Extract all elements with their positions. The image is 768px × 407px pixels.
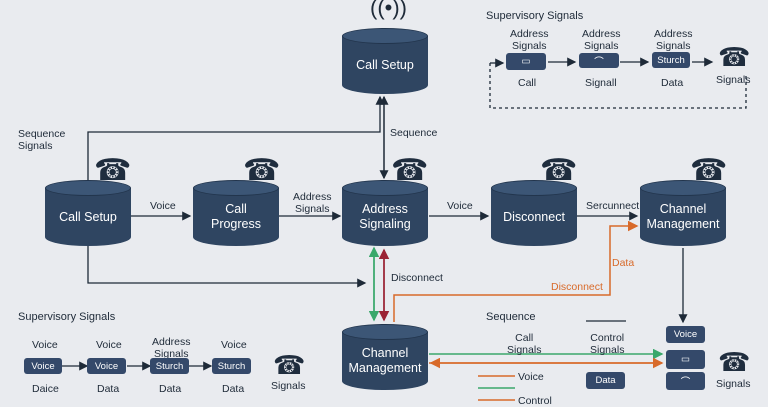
node-call-setup[interactable]: Call Setup xyxy=(45,180,131,246)
step-box: Sturch xyxy=(212,358,251,374)
step-label: Voice xyxy=(32,339,58,351)
node-call-setup-top[interactable]: Call Setup xyxy=(342,28,428,94)
telephone-icon: ☎ xyxy=(690,154,728,187)
wifi-icon: ((•)) xyxy=(370,0,408,20)
step-label: Signals xyxy=(716,74,751,86)
node-label: Call Setup xyxy=(59,209,117,224)
panel-title: Supervisory Signals xyxy=(18,311,116,323)
telephone-icon: ☎ xyxy=(718,347,751,377)
step-label: Address Signals xyxy=(582,28,621,52)
node-disconnect[interactable]: Disconnect xyxy=(491,180,577,246)
legend-label: Voice xyxy=(518,371,544,383)
telephone-icon: ☎ xyxy=(391,154,429,187)
node-channel-management-bottom[interactable]: Channel Management xyxy=(342,324,428,390)
telephone-icon: ☎ xyxy=(540,154,578,187)
legend-label: Call Signals xyxy=(507,332,542,356)
node-label: Address Signaling xyxy=(359,202,411,231)
edge-label: Disconnect xyxy=(391,272,443,284)
step-box: Voice xyxy=(24,358,62,374)
telephone-icon: ☎ xyxy=(94,154,132,187)
node-address-signaling[interactable]: Address Signaling xyxy=(342,180,428,246)
telephone-icon: ☎ xyxy=(243,154,281,187)
step-label: Voice xyxy=(221,339,247,351)
node-label: Call Setup xyxy=(356,57,414,72)
step-label: Call xyxy=(518,77,537,89)
node-label: Channel Management xyxy=(348,346,422,375)
step-label: Data xyxy=(97,383,120,395)
step-label: Address Signals xyxy=(152,336,191,360)
voice-box: Voice xyxy=(666,326,705,343)
legend-label: Control xyxy=(518,395,552,407)
step-label: Data xyxy=(222,383,245,395)
edge-label: Sequence xyxy=(390,127,438,139)
step-label: Address Signals xyxy=(510,28,549,52)
telephone-icon: ☎ xyxy=(273,350,306,380)
panel-title: Supervisory Signals xyxy=(486,10,584,22)
legend-label: Signals xyxy=(716,378,751,390)
legend-title: Sequence xyxy=(486,311,536,323)
step-label: Data xyxy=(661,77,684,89)
step-label: Address Signals xyxy=(654,28,693,52)
node-label: Call Progress xyxy=(210,202,262,231)
edge-label: Sequence Signals xyxy=(18,128,66,152)
telephone-icon: ☎ xyxy=(718,42,751,72)
step-label: Daice xyxy=(32,383,59,395)
step-label: Signall xyxy=(585,77,617,89)
node-label: Disconnect xyxy=(503,209,565,224)
step-box: Sturch xyxy=(150,358,189,374)
edge-label: Disconnect xyxy=(551,281,603,293)
step-label: Voice xyxy=(96,339,122,351)
step-box: Voice xyxy=(87,358,126,374)
switch-icon: ▭ xyxy=(666,350,705,369)
device-icon: ⌒ xyxy=(579,53,619,68)
edge-label: Data xyxy=(612,257,635,269)
step-label: Data xyxy=(159,383,182,395)
node-label: Channel Management xyxy=(646,202,720,231)
device-icon: ⌒ xyxy=(666,372,705,390)
edge-label: Sercunnect xyxy=(586,200,640,212)
step-label: Signals xyxy=(271,380,306,392)
step-box: Sturch xyxy=(652,52,690,68)
legend-label: Control Signals xyxy=(590,332,625,356)
edge-label: Voice xyxy=(150,200,176,212)
edge-label: Address Signals xyxy=(293,191,332,215)
data-box: Data xyxy=(586,372,625,389)
node-call-progress[interactable]: Call Progress xyxy=(193,180,279,246)
switch-icon: ▭ xyxy=(506,53,546,70)
node-channel-management-right[interactable]: Channel Management xyxy=(640,180,726,246)
edge-label: Voice xyxy=(447,200,473,212)
